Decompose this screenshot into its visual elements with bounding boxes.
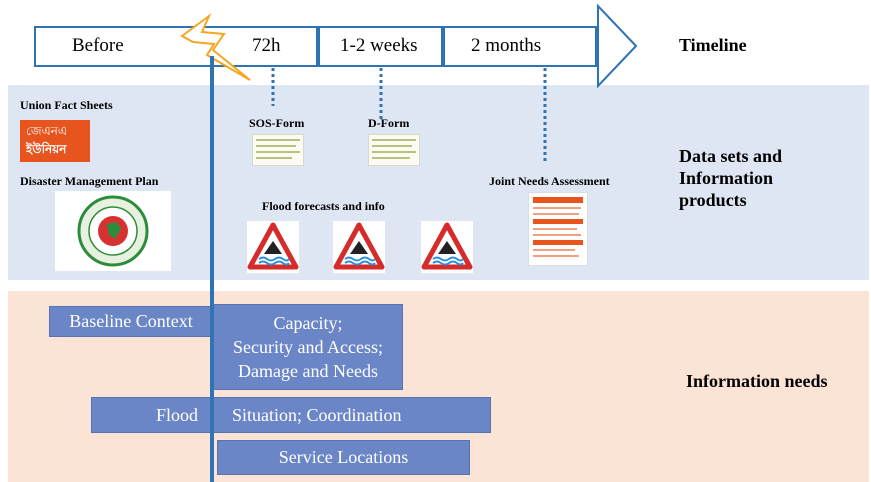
flood-forecasts-title: Flood forecasts and info	[262, 199, 385, 213]
union-fact-sheet-logo: জেএনএ ইউনিয়ন	[20, 120, 90, 162]
d-form-title: D-Form	[368, 116, 410, 130]
timeline-label: Timeline	[679, 35, 747, 55]
data-products-label: Data sets and Information products	[679, 146, 783, 210]
phase-2-months: 2 months	[471, 35, 542, 56]
phase-1-2-weeks: 1-2 weeks	[340, 35, 418, 56]
sos-form-title: SOS-Form	[249, 116, 305, 130]
timeline-arrow	[34, 3, 638, 89]
phase-72h: 72h	[252, 35, 281, 56]
service-locations-bar: Service Locations	[217, 440, 470, 475]
joint-needs-title: Joint Needs Assessment	[489, 174, 610, 188]
flood-situation-bar: Flood Situation; Coordination	[91, 397, 491, 433]
sos-form-thumbnail	[252, 134, 304, 166]
disaster-plan-image	[55, 191, 171, 271]
capacity-bar: Capacity; Security and Access; Damage an…	[213, 304, 403, 390]
disaster-plan-title: Disaster Management Plan	[20, 174, 159, 188]
government-seal-icon	[77, 195, 149, 267]
flood-warning-icon	[247, 221, 299, 273]
baseline-context-bar: Baseline Context	[49, 306, 213, 337]
flood-warning-icon	[333, 221, 385, 273]
current-time-marker	[210, 56, 214, 482]
flood-warning-icon	[421, 221, 473, 273]
joint-needs-thumbnail	[528, 192, 588, 266]
phase-before: Before	[72, 35, 124, 56]
d-form-thumbnail	[368, 134, 420, 166]
lightning-bolt-icon	[180, 12, 251, 81]
union-fact-sheets-title: Union Fact Sheets	[20, 98, 113, 112]
information-needs-label: Information needs	[686, 371, 828, 391]
